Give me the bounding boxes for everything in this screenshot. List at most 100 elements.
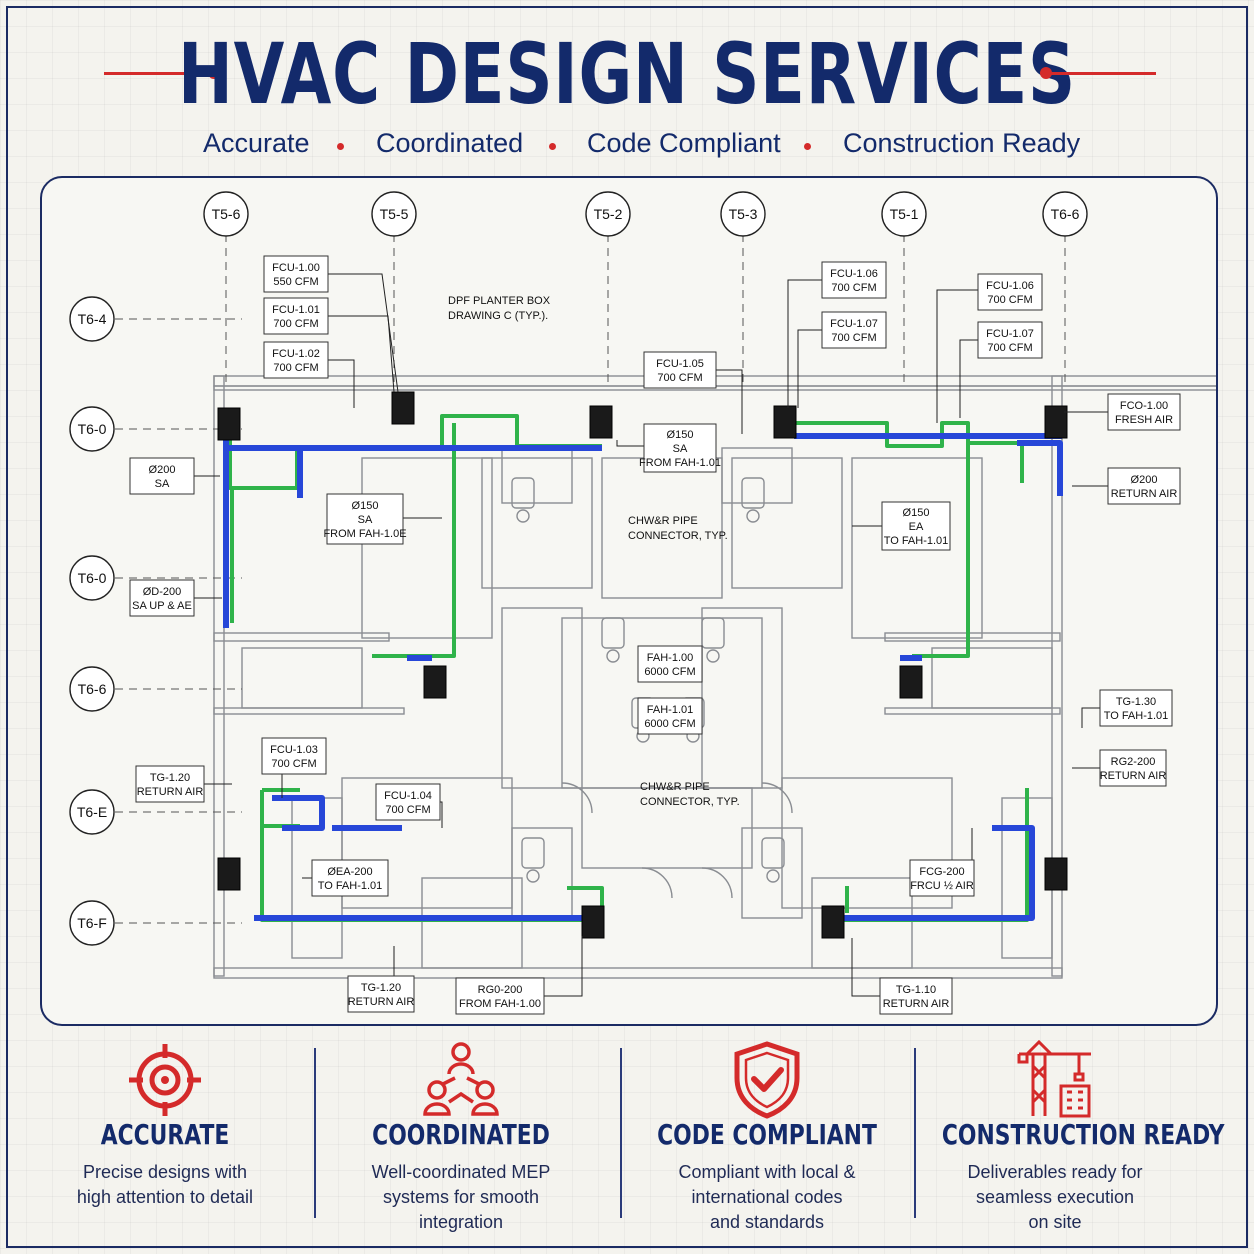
grid-lines xyxy=(115,234,1066,924)
chilled-water-pipe xyxy=(372,423,456,658)
grid-bubble xyxy=(585,191,631,237)
door-swing xyxy=(641,867,673,899)
feature-description: Compliant with local & international cod… xyxy=(632,1160,902,1235)
equipment-label-box xyxy=(375,783,441,821)
equipment-label-box xyxy=(881,501,951,551)
equipment-label-box xyxy=(263,297,329,335)
wall xyxy=(741,827,803,919)
equipment-label-text: RETURN AIR xyxy=(1111,488,1178,500)
fixture xyxy=(606,649,620,663)
wall xyxy=(781,777,953,909)
network-people-icon xyxy=(423,1042,499,1116)
equipment-label-text: 700 CFM xyxy=(831,332,876,344)
equipment-label-box xyxy=(821,311,887,349)
equipment-label-text: EA xyxy=(909,521,924,533)
tagline-accurate: Accurate xyxy=(203,128,310,158)
leader-line xyxy=(328,359,355,408)
supply-air-duct xyxy=(223,428,602,451)
wall xyxy=(601,457,723,599)
wall xyxy=(731,457,843,589)
equipment-label-box xyxy=(909,859,975,897)
equipment-label-text: FCU-1.07 xyxy=(830,318,878,330)
equipment-label-text: RETURN AIR xyxy=(1100,770,1167,782)
supply-air-duct xyxy=(272,795,325,831)
feature-desc-line: Deliverables ready for xyxy=(967,1162,1143,1182)
fan-coil-unit xyxy=(581,905,605,939)
fan-coil-unit xyxy=(899,665,923,699)
equipment-label-box xyxy=(261,737,327,775)
equipment-label-text: SA UP & AE xyxy=(132,600,192,612)
feature-desc-line: integration xyxy=(418,1212,504,1232)
grid-bubble-label: T6-6 xyxy=(1051,206,1080,222)
feature-desc-line: Well-coordinated MEP xyxy=(371,1162,551,1182)
equipment-label-text: FCU-1.06 xyxy=(986,280,1034,292)
wall xyxy=(851,457,983,639)
feature-title: COORDINATED xyxy=(372,1118,550,1151)
equipment-label-text: ØEA-200 xyxy=(327,866,372,878)
equipment-label-text: FCO-1.00 xyxy=(1120,400,1168,412)
equipment-label-text: TO FAH-1.01 xyxy=(884,535,949,547)
grid-bubble-label: T5-2 xyxy=(594,206,623,222)
fan-coil-units xyxy=(217,391,1068,939)
equipment-label-text: FROM FAH-1.01 xyxy=(639,457,721,469)
equipment-label-text: TG-1.10 xyxy=(896,984,936,996)
leader-line xyxy=(851,938,880,997)
fan-coil-unit xyxy=(391,391,415,425)
chilled-water-pipe xyxy=(228,414,602,490)
feature-title: CODE COMPLIANT xyxy=(657,1118,877,1151)
grid-bubble xyxy=(720,191,766,237)
crane-building-icon xyxy=(1017,1040,1091,1118)
tagline-separator xyxy=(804,143,811,150)
equipment-label-text: 6000 CFM xyxy=(644,666,695,678)
equipment-label-box xyxy=(977,273,1043,311)
feature-description: Well-coordinated MEP systems for smooth … xyxy=(326,1160,596,1235)
fixture xyxy=(741,477,765,509)
equipment-label-text: RETURN AIR xyxy=(348,996,415,1008)
wall xyxy=(213,967,1063,979)
grid-bubble-label: T6-E xyxy=(77,804,107,820)
wall xyxy=(481,457,593,589)
equipment-label-text: FCU-1.00 xyxy=(272,262,320,274)
equipment-label-box xyxy=(821,261,887,299)
fixture xyxy=(601,617,625,649)
tagline: Accurate Coordinated Code Compliant Cons… xyxy=(0,128,1254,168)
equipment-label-text: FROM FAH-1.00 xyxy=(459,998,541,1010)
equipment-label-box xyxy=(263,255,329,293)
equipment-label-box xyxy=(311,859,389,897)
equipment-label-box xyxy=(1107,467,1181,505)
equipment-label-text: FCU-1.06 xyxy=(830,268,878,280)
title-rule-left xyxy=(104,72,214,75)
grid-bubble-label: T5-5 xyxy=(380,206,409,222)
fan-coil-unit xyxy=(1044,857,1068,891)
grid-bubble xyxy=(69,406,115,452)
leader-line xyxy=(328,315,395,393)
equipment-label-box xyxy=(637,697,703,735)
leader-line xyxy=(797,329,822,408)
fan-coil-unit xyxy=(1044,405,1068,439)
chilled-water-pipe xyxy=(968,441,1024,483)
equipment-label-box xyxy=(1099,689,1173,727)
fan-coil-unit xyxy=(773,405,797,439)
equipment-label-box xyxy=(129,457,195,495)
door-swing xyxy=(701,867,733,899)
equipment-label-text: FAH-1.00 xyxy=(647,652,693,664)
equipment-label-text: FROM FAH-1.0E xyxy=(323,528,406,540)
leader-line xyxy=(936,289,978,423)
equipment-label-text: 700 CFM xyxy=(987,294,1032,306)
leader-line xyxy=(544,936,583,997)
grid-bubble-label: T6-4 xyxy=(78,311,107,327)
wall xyxy=(421,877,523,969)
feature-desc-line: international codes xyxy=(691,1187,843,1207)
equipment-label-text: RETURN AIR xyxy=(137,786,204,798)
fixture xyxy=(706,649,720,663)
feature-divider xyxy=(620,1048,622,1218)
equipment-label-box xyxy=(1107,393,1181,431)
wall xyxy=(811,877,913,969)
equipment-label-text: TG-1.30 xyxy=(1116,696,1156,708)
equipment-label-box xyxy=(263,341,329,379)
equipment-label-text: TG-1.20 xyxy=(150,772,190,784)
wall xyxy=(931,647,1053,709)
leader-line xyxy=(959,339,978,418)
